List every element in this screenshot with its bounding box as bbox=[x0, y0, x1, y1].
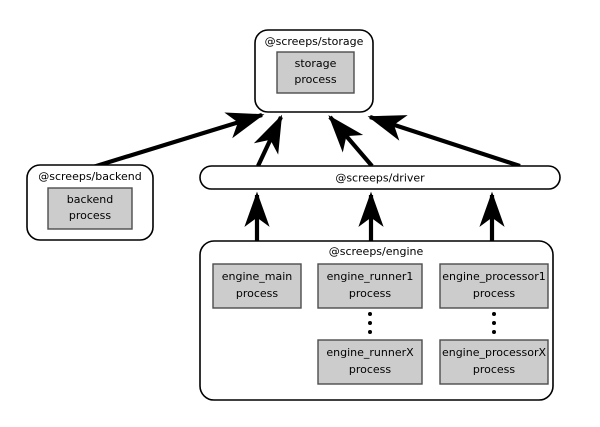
storage-process-label-line1: storage bbox=[295, 57, 337, 70]
engine-to-driver-arrows bbox=[244, 191, 505, 241]
driver-package-box bbox=[199, 165, 561, 190]
arrow-driver-to-storage-right bbox=[367, 115, 521, 168]
storage-package-label: @screeps/storage bbox=[265, 35, 364, 48]
processor-column-ellipsis-icon bbox=[492, 312, 496, 334]
engine-processorx-label-line1: engine_processorX bbox=[442, 346, 547, 359]
engine-runner1-label-line1: engine_runner1 bbox=[327, 270, 414, 283]
engine-processor1-label-line2: process bbox=[473, 287, 516, 300]
driver-package-label: @screeps/driver bbox=[335, 172, 425, 185]
engine-runner1-process-box[interactable] bbox=[317, 263, 423, 309]
arrow-backend-to-storage bbox=[92, 112, 265, 170]
engine-runner1-label-line2: process bbox=[349, 287, 392, 300]
engine-processorx-process[interactable]: engine_processorX process bbox=[439, 339, 549, 385]
package-storage[interactable]: @screeps/storage storage process bbox=[254, 29, 374, 113]
engine-runnerx-process[interactable]: engine_runnerX process bbox=[317, 339, 423, 385]
engine-processorx-label-line2: process bbox=[473, 363, 516, 376]
engine-runnerx-label-line1: engine_runnerX bbox=[326, 346, 414, 359]
engine-main-process-box[interactable] bbox=[212, 263, 302, 309]
engine-runnerx-label-line2: process bbox=[349, 363, 392, 376]
package-engine[interactable]: @screeps/engine engine_main process engi… bbox=[199, 240, 554, 401]
engine-package-label: @screeps/engine bbox=[329, 245, 424, 258]
storage-process-box[interactable] bbox=[276, 51, 355, 94]
engine-processorx-process-box[interactable] bbox=[439, 339, 549, 385]
engine-main-label-line1: engine_main bbox=[222, 270, 293, 283]
runner-column-ellipsis-icon bbox=[368, 312, 372, 334]
backend-package-label: @screeps/backend bbox=[38, 170, 142, 183]
driver-to-storage-arrows bbox=[253, 114, 521, 168]
engine-processor1-process[interactable]: engine_processor1 process bbox=[439, 263, 549, 309]
arrow-driver-to-storage-center bbox=[328, 115, 374, 168]
backend-process-box[interactable] bbox=[47, 187, 133, 230]
backend-process-label-line1: backend bbox=[67, 193, 113, 206]
storage-process-label-line2: process bbox=[294, 73, 337, 86]
engine-runner1-process[interactable]: engine_runner1 process bbox=[317, 263, 423, 309]
package-driver[interactable]: @screeps/driver bbox=[199, 165, 561, 190]
engine-processor1-process-box[interactable] bbox=[439, 263, 549, 309]
engine-main-label-line2: process bbox=[236, 287, 279, 300]
backend-process-label-line2: process bbox=[69, 209, 112, 222]
engine-runnerx-process-box[interactable] bbox=[317, 339, 423, 385]
package-backend[interactable]: @screeps/backend backend process bbox=[26, 164, 154, 241]
engine-main-process[interactable]: engine_main process bbox=[212, 263, 302, 309]
engine-processor1-label-line1: engine_processor1 bbox=[442, 270, 546, 283]
arrow-driver-to-storage-left bbox=[253, 114, 283, 167]
